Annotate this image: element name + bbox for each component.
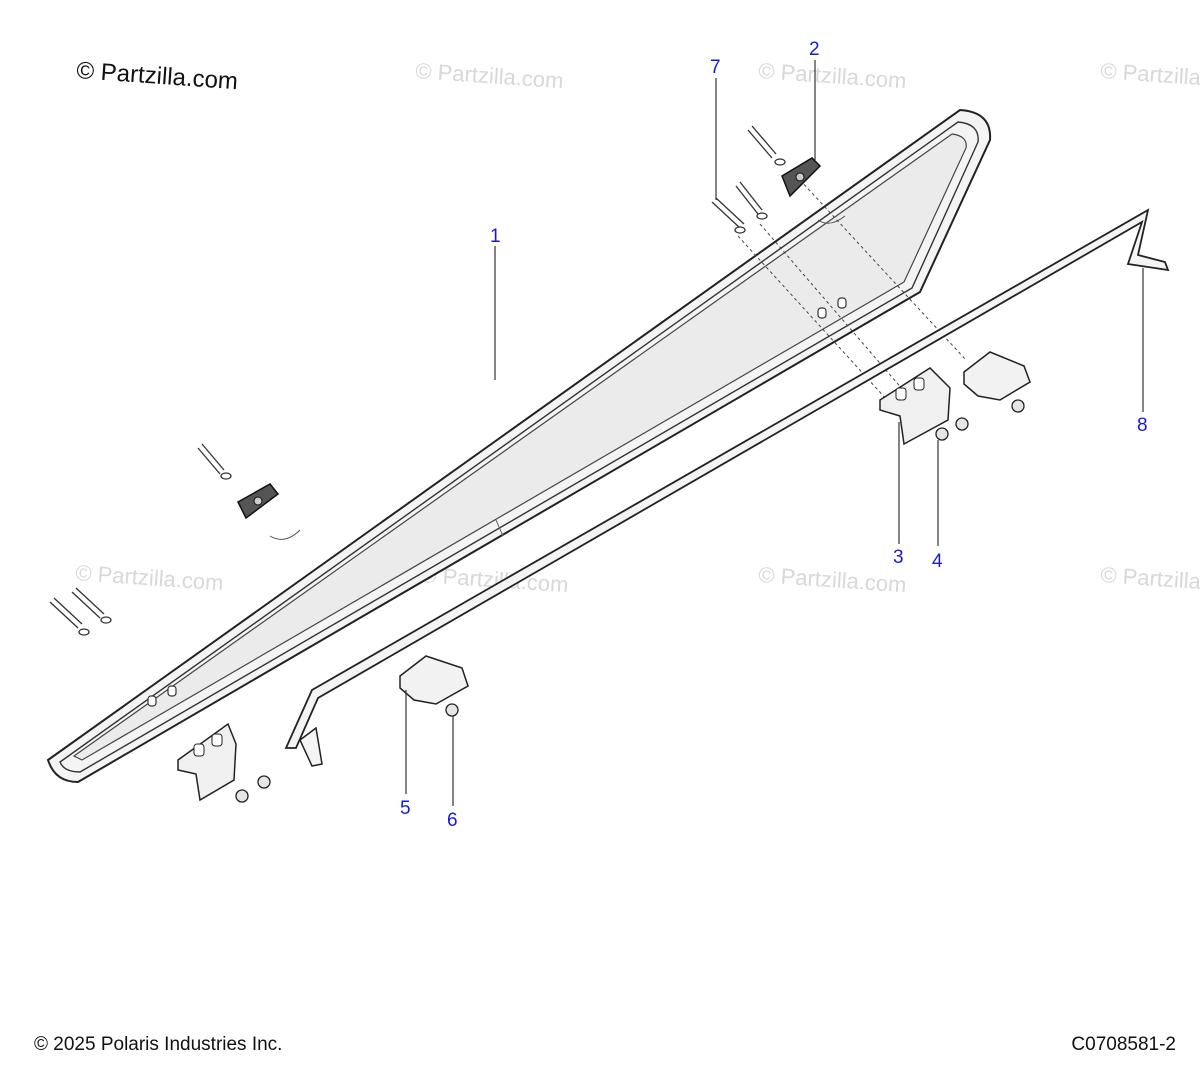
window-panel — [46, 108, 992, 784]
watermark-6: © Partzilla.com — [758, 562, 908, 597]
callout-part-6[interactable]: 6 — [447, 810, 458, 831]
hinge-bracket-left — [177, 722, 237, 802]
watermark-4: © Partzilla.com — [75, 560, 225, 595]
mount-plate-upper — [781, 157, 822, 198]
callout-part-4[interactable]: 4 — [932, 551, 943, 572]
nut-set — [235, 399, 1025, 803]
hinge-bracket-right — [879, 367, 951, 446]
callout-part-1[interactable]: 1 — [490, 226, 501, 247]
callout-part-8[interactable]: 8 — [1137, 415, 1148, 436]
watermark-3: © Partzilla.com — [1100, 58, 1200, 93]
copyright-notice: © 2025 Polaris Industries Inc. — [34, 1034, 283, 1055]
callout-part-3[interactable]: 3 — [893, 547, 904, 568]
bolt-set-lower — [49, 443, 232, 636]
support-rod — [284, 208, 1170, 767]
callout-part-5[interactable]: 5 — [400, 798, 411, 819]
callout-part-2[interactable]: 2 — [809, 39, 820, 60]
callout-part-7[interactable]: 7 — [710, 57, 721, 78]
watermark-2: © Partzilla.com — [758, 58, 908, 93]
leader-lines — [405, 60, 1144, 806]
latch-block-right — [963, 351, 1031, 401]
watermark-7: © Partzilla.com — [1100, 562, 1200, 597]
mount-plate-lower — [237, 483, 280, 520]
brand-watermark: © Partzilla.com — [76, 57, 239, 95]
watermark-1: © Partzilla.com — [415, 58, 565, 93]
bolt-set-upper — [711, 125, 786, 234]
latch-block-left — [399, 655, 469, 705]
diagram-code: C0708581-2 — [1071, 1034, 1176, 1055]
